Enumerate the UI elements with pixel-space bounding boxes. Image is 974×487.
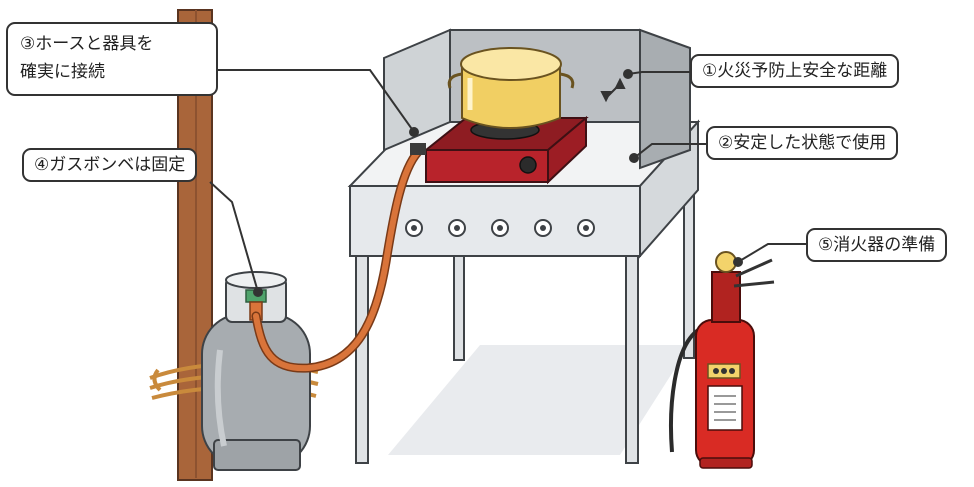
safe-distance-label: ①火災予防上安全な距離: [690, 54, 899, 88]
stable-use-label: ②安定した状態で使用: [706, 126, 898, 160]
dial-icon: [520, 157, 536, 173]
floor-shadow: [388, 345, 690, 455]
cooking-pot: [449, 48, 573, 128]
gas-tank-label: ④ガスボンベは固定: [22, 148, 197, 182]
hose-connection-label: ③ホースと器具を 確実に接続: [6, 22, 218, 96]
extinguisher-label: ⑤消火器の準備: [806, 228, 947, 262]
hose-label-line2: 確実に接続: [20, 58, 204, 86]
hose-label-line1: ③ホースと器具を: [20, 30, 204, 58]
leader-line-extinguisher: [738, 244, 806, 262]
